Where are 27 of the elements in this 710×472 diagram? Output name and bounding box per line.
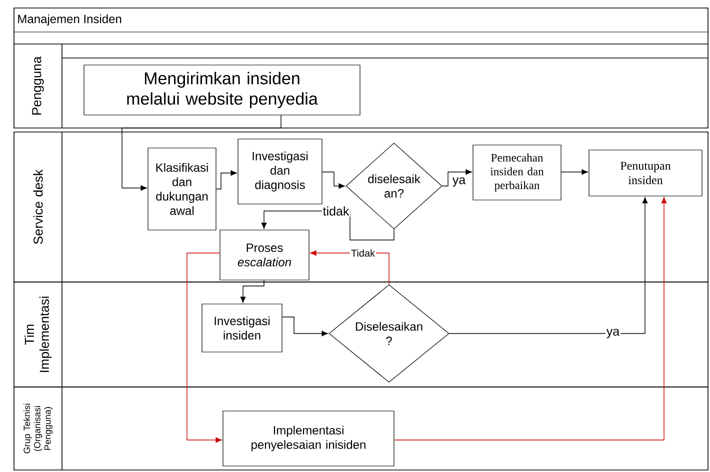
process-box: Investigasi insiden [202,304,282,352]
lane-label: Tim Implementasi [24,296,52,372]
lane-label: Pengguna [32,56,44,115]
arrow [282,316,328,336]
lane-label: Service desk [33,169,43,244]
title: Manajemen Insiden [18,14,122,26]
edge-label: Tidak [350,248,376,258]
arrow [216,170,237,190]
arrow [394,197,667,440]
process-box: Pemecahan insiden dan perbaikan [472,144,562,200]
arrow [442,169,472,186]
lane-label: Grup Teknisi (Organisasi Pengguna) [23,404,53,454]
process-box: Klasifikasi dan dukungan awal [148,148,216,230]
edge-label: ya [605,328,621,340]
process-box: Penutupan insiden [588,150,702,196]
process-box: Mengirimkan insiden melalui website penyedia [84,64,360,116]
edge-label: ya [451,176,467,188]
process-box: Implementasi penyelesaian inisiden [222,410,394,466]
arrow [448,197,648,334]
arrow [186,252,222,443]
arrow [122,114,282,191]
process-box: Proses escalation [220,230,310,280]
arrow [240,280,264,303]
arrow [560,169,588,175]
arrow [322,172,345,189]
process-box: Investigasi dan diagnosis [238,138,322,204]
edge-label: tidak [322,205,350,217]
